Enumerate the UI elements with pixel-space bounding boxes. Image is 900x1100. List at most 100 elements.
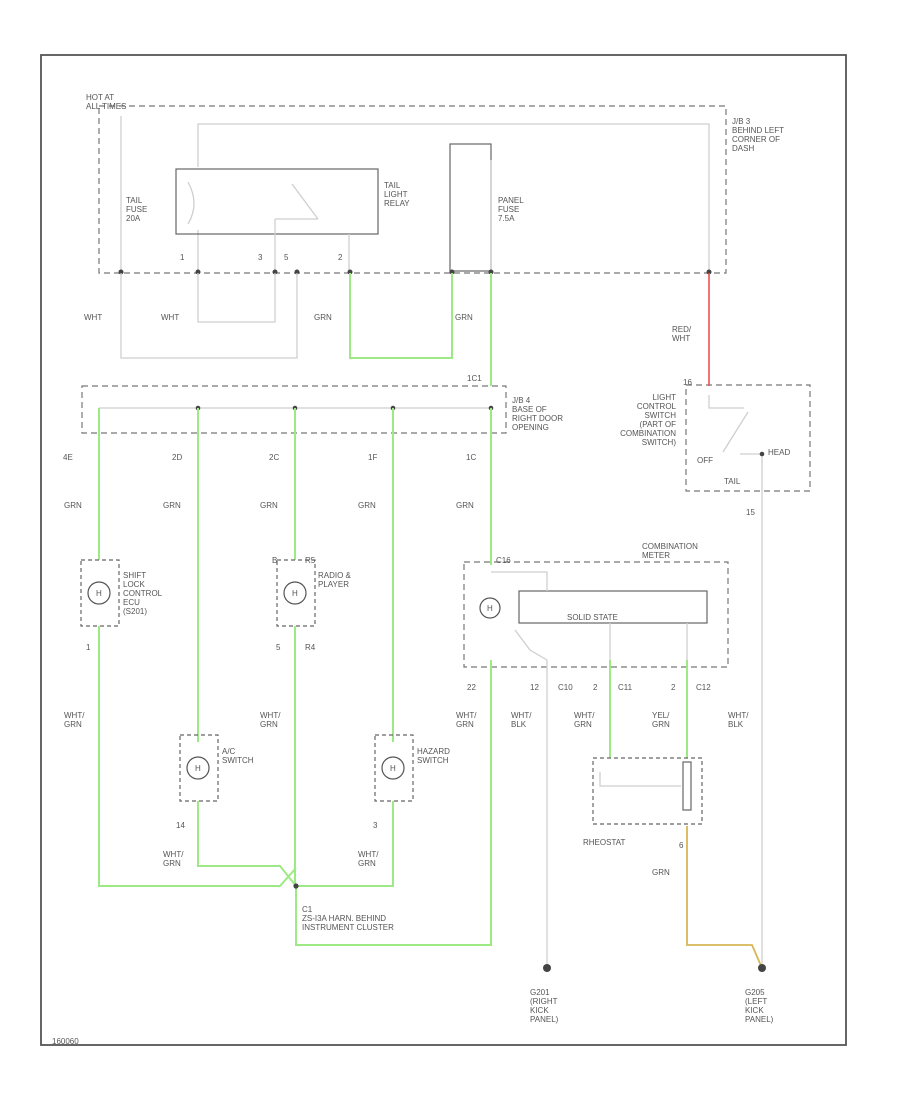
pin-label: 5: [276, 643, 281, 652]
ac-switch-lamp: H: [179, 734, 219, 802]
tail-light-relay-box: [175, 168, 379, 235]
wire-color-label: WHT: [161, 313, 179, 322]
ac-switch-label: A/C: [222, 747, 236, 756]
pin-label: 15: [746, 508, 755, 517]
wht-loop-wire: [120, 273, 298, 359]
ground-g201-label: KICK: [530, 1006, 549, 1015]
jb3-label: J/B 3: [732, 117, 751, 126]
pin-label: 1: [86, 643, 91, 652]
pin-label: C12: [696, 683, 711, 692]
jb4-label: BASE OF: [512, 405, 547, 414]
tail-fuse-label: FUSE: [126, 205, 147, 214]
wire-color-label: GRN: [574, 720, 592, 729]
light-control-switch-boundary: [685, 384, 811, 492]
ground-g205-label: PANEL): [745, 1015, 774, 1024]
shift-lock-label: ECU: [123, 598, 140, 607]
svg-text:H: H: [195, 764, 201, 773]
switch-out-wire: [740, 453, 763, 490]
wire-color-label: GRN: [652, 720, 670, 729]
pin-label: R4: [305, 643, 316, 652]
wire-color-label: BLK: [511, 720, 527, 729]
rheostat-label: RHEOSTAT: [583, 838, 625, 847]
rheostat-box: [592, 757, 703, 825]
meter-internal-4: [514, 629, 548, 661]
wire-color-label: GRN: [455, 313, 473, 322]
harness-note-label: ZS-I3A HARN. BEHIND: [302, 914, 386, 923]
wire-color-label: RED/: [672, 325, 692, 334]
switch-wire: [708, 395, 744, 409]
pin-label: 16: [683, 378, 692, 387]
hazard-switch-label: HAZARD: [417, 747, 450, 756]
pin-label: 1F: [368, 453, 377, 462]
ground-g201-label: (RIGHT: [530, 997, 558, 1006]
jb3-label: BEHIND LEFT: [732, 126, 784, 135]
wire-color-label: GRN: [456, 501, 474, 510]
grn-loop-wire: [349, 273, 453, 359]
radio-lamp: H: [276, 559, 316, 627]
wire-color-label: GRN: [163, 501, 181, 510]
combination-meter-label: METER: [642, 551, 670, 560]
wire-color-label: YEL/: [652, 711, 670, 720]
ground-g201-label: G201: [530, 988, 550, 997]
wire-color-label: WHT/: [260, 711, 281, 720]
switch-head-label: HEAD: [768, 448, 790, 457]
light-control-switch-label: CONTROL: [637, 402, 677, 411]
harness-note-label: INSTRUMENT CLUSTER: [302, 923, 394, 932]
pin-label: 1: [180, 253, 185, 262]
pin-label: 3: [373, 821, 378, 830]
wire-color-label: WHT/: [511, 711, 532, 720]
ac-ground: [197, 801, 297, 887]
jb3-pin-dot: [706, 269, 712, 275]
hot-at-all-times-label: HOT AT: [86, 93, 114, 102]
switch-off-label: OFF: [697, 456, 713, 465]
ground-g205-label: G205: [745, 988, 765, 997]
rheostat-wiper: [599, 772, 681, 787]
light-control-switch-label: SWITCH): [642, 438, 677, 447]
shift-lock-label: SHIFT: [123, 571, 146, 580]
ground-g201-label: PANEL): [530, 1015, 559, 1024]
wire-color-label: WHT/: [456, 711, 477, 720]
switch-contact: [759, 451, 765, 457]
jb3-pin-dot: [118, 269, 124, 275]
relay-contact-arm: [291, 183, 319, 220]
solid-state-label: SOLID STATE: [567, 613, 618, 622]
jb3-pin-dot: [294, 269, 300, 275]
pin-label: 14: [176, 821, 185, 830]
harness-note-label: C1: [302, 905, 313, 914]
pin-label: B: [272, 556, 277, 565]
radio-player-label: PLAYER: [318, 580, 349, 589]
wire-color-label: WHT/: [163, 850, 184, 859]
tail-light-relay-label: LIGHT: [384, 190, 408, 199]
panel-fuse-label: PANEL: [498, 196, 524, 205]
hazard-switch-lamp: H: [374, 734, 414, 802]
diagram-frame: [40, 54, 847, 1046]
tail-light-relay-label: RELAY: [384, 199, 410, 208]
wire-color-label: GRN: [358, 501, 376, 510]
wire-color-label: WHT/: [64, 711, 85, 720]
pin-label: 2: [593, 683, 598, 692]
solid-state-box: [518, 590, 708, 624]
wire-color-label: WHT: [84, 313, 102, 322]
pin-label: 4E: [63, 453, 73, 462]
jb3-pin-dot: [347, 269, 353, 275]
combination-meter-label: COMBINATION: [642, 542, 698, 551]
pin-label: 1C: [466, 453, 476, 462]
wire-color-label: WHT/: [358, 850, 379, 859]
pin-label: 5: [284, 253, 289, 262]
combination-meter-boundary: [463, 561, 729, 668]
pin-label: C10: [558, 683, 573, 692]
rheostat-ground-wire: [686, 826, 763, 969]
pin-label: 2: [671, 683, 676, 692]
splice-node: [293, 883, 299, 889]
wht-loop-wire-2: [197, 273, 276, 323]
wire-color-label: GRN: [64, 501, 82, 510]
pin-label: 6: [679, 841, 684, 850]
light-control-switch-label: (PART OF: [640, 420, 677, 429]
wire-color-label: WHT/: [728, 711, 749, 720]
panel-fuse-label: 7.5A: [498, 214, 515, 223]
shift-lock-label: CONTROL: [123, 589, 163, 598]
pin-label: C16: [496, 556, 511, 565]
wire-color-label: GRN: [64, 720, 82, 729]
